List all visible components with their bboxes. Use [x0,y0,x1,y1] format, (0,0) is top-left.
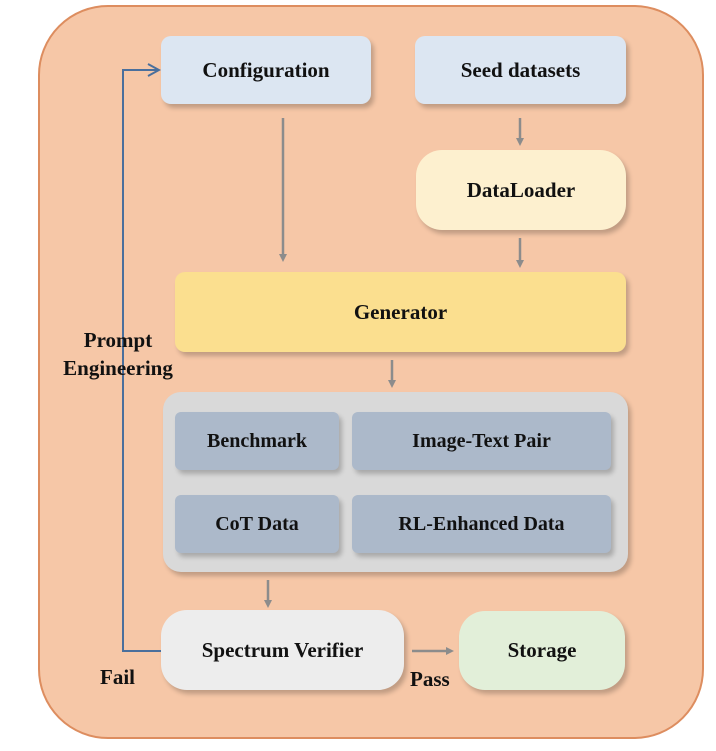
storage-node: Storage [459,611,625,690]
rl-enhanced-data-node: RL-Enhanced Data [352,495,611,553]
image-text-pair-label: Image-Text Pair [412,429,551,452]
prompt-label-line2: Engineering [63,356,173,380]
configuration-label: Configuration [202,57,330,82]
seed-datasets-node: Seed datasets [415,36,626,104]
spectrum-verifier-node: Spectrum Verifier [161,610,404,690]
cot-data-node: CoT Data [175,495,339,553]
benchmark-label: Benchmark [207,429,307,452]
fail-feedback-arrow [122,70,161,652]
spectrum-verifier-label: Spectrum Verifier [201,637,364,662]
prompt-engineering-label: Prompt Engineering [52,326,184,382]
cot-data-label: CoT Data [215,512,299,535]
generator-label: Generator [353,299,448,324]
prompt-label-line1: Prompt [83,328,153,352]
generator-node: Generator [175,272,626,352]
rl-enhanced-data-label: RL-Enhanced Data [398,512,565,535]
storage-label: Storage [507,638,577,662]
configuration-node: Configuration [161,36,371,104]
pass-label: Pass [410,667,450,691]
fail-label: Fail [100,665,135,689]
image-text-pair-node: Image-Text Pair [352,412,611,470]
dataloader-label: DataLoader [466,177,576,202]
seed-datasets-label: Seed datasets [460,57,581,82]
benchmark-node: Benchmark [175,412,339,470]
dataloader-node: DataLoader [416,150,626,230]
